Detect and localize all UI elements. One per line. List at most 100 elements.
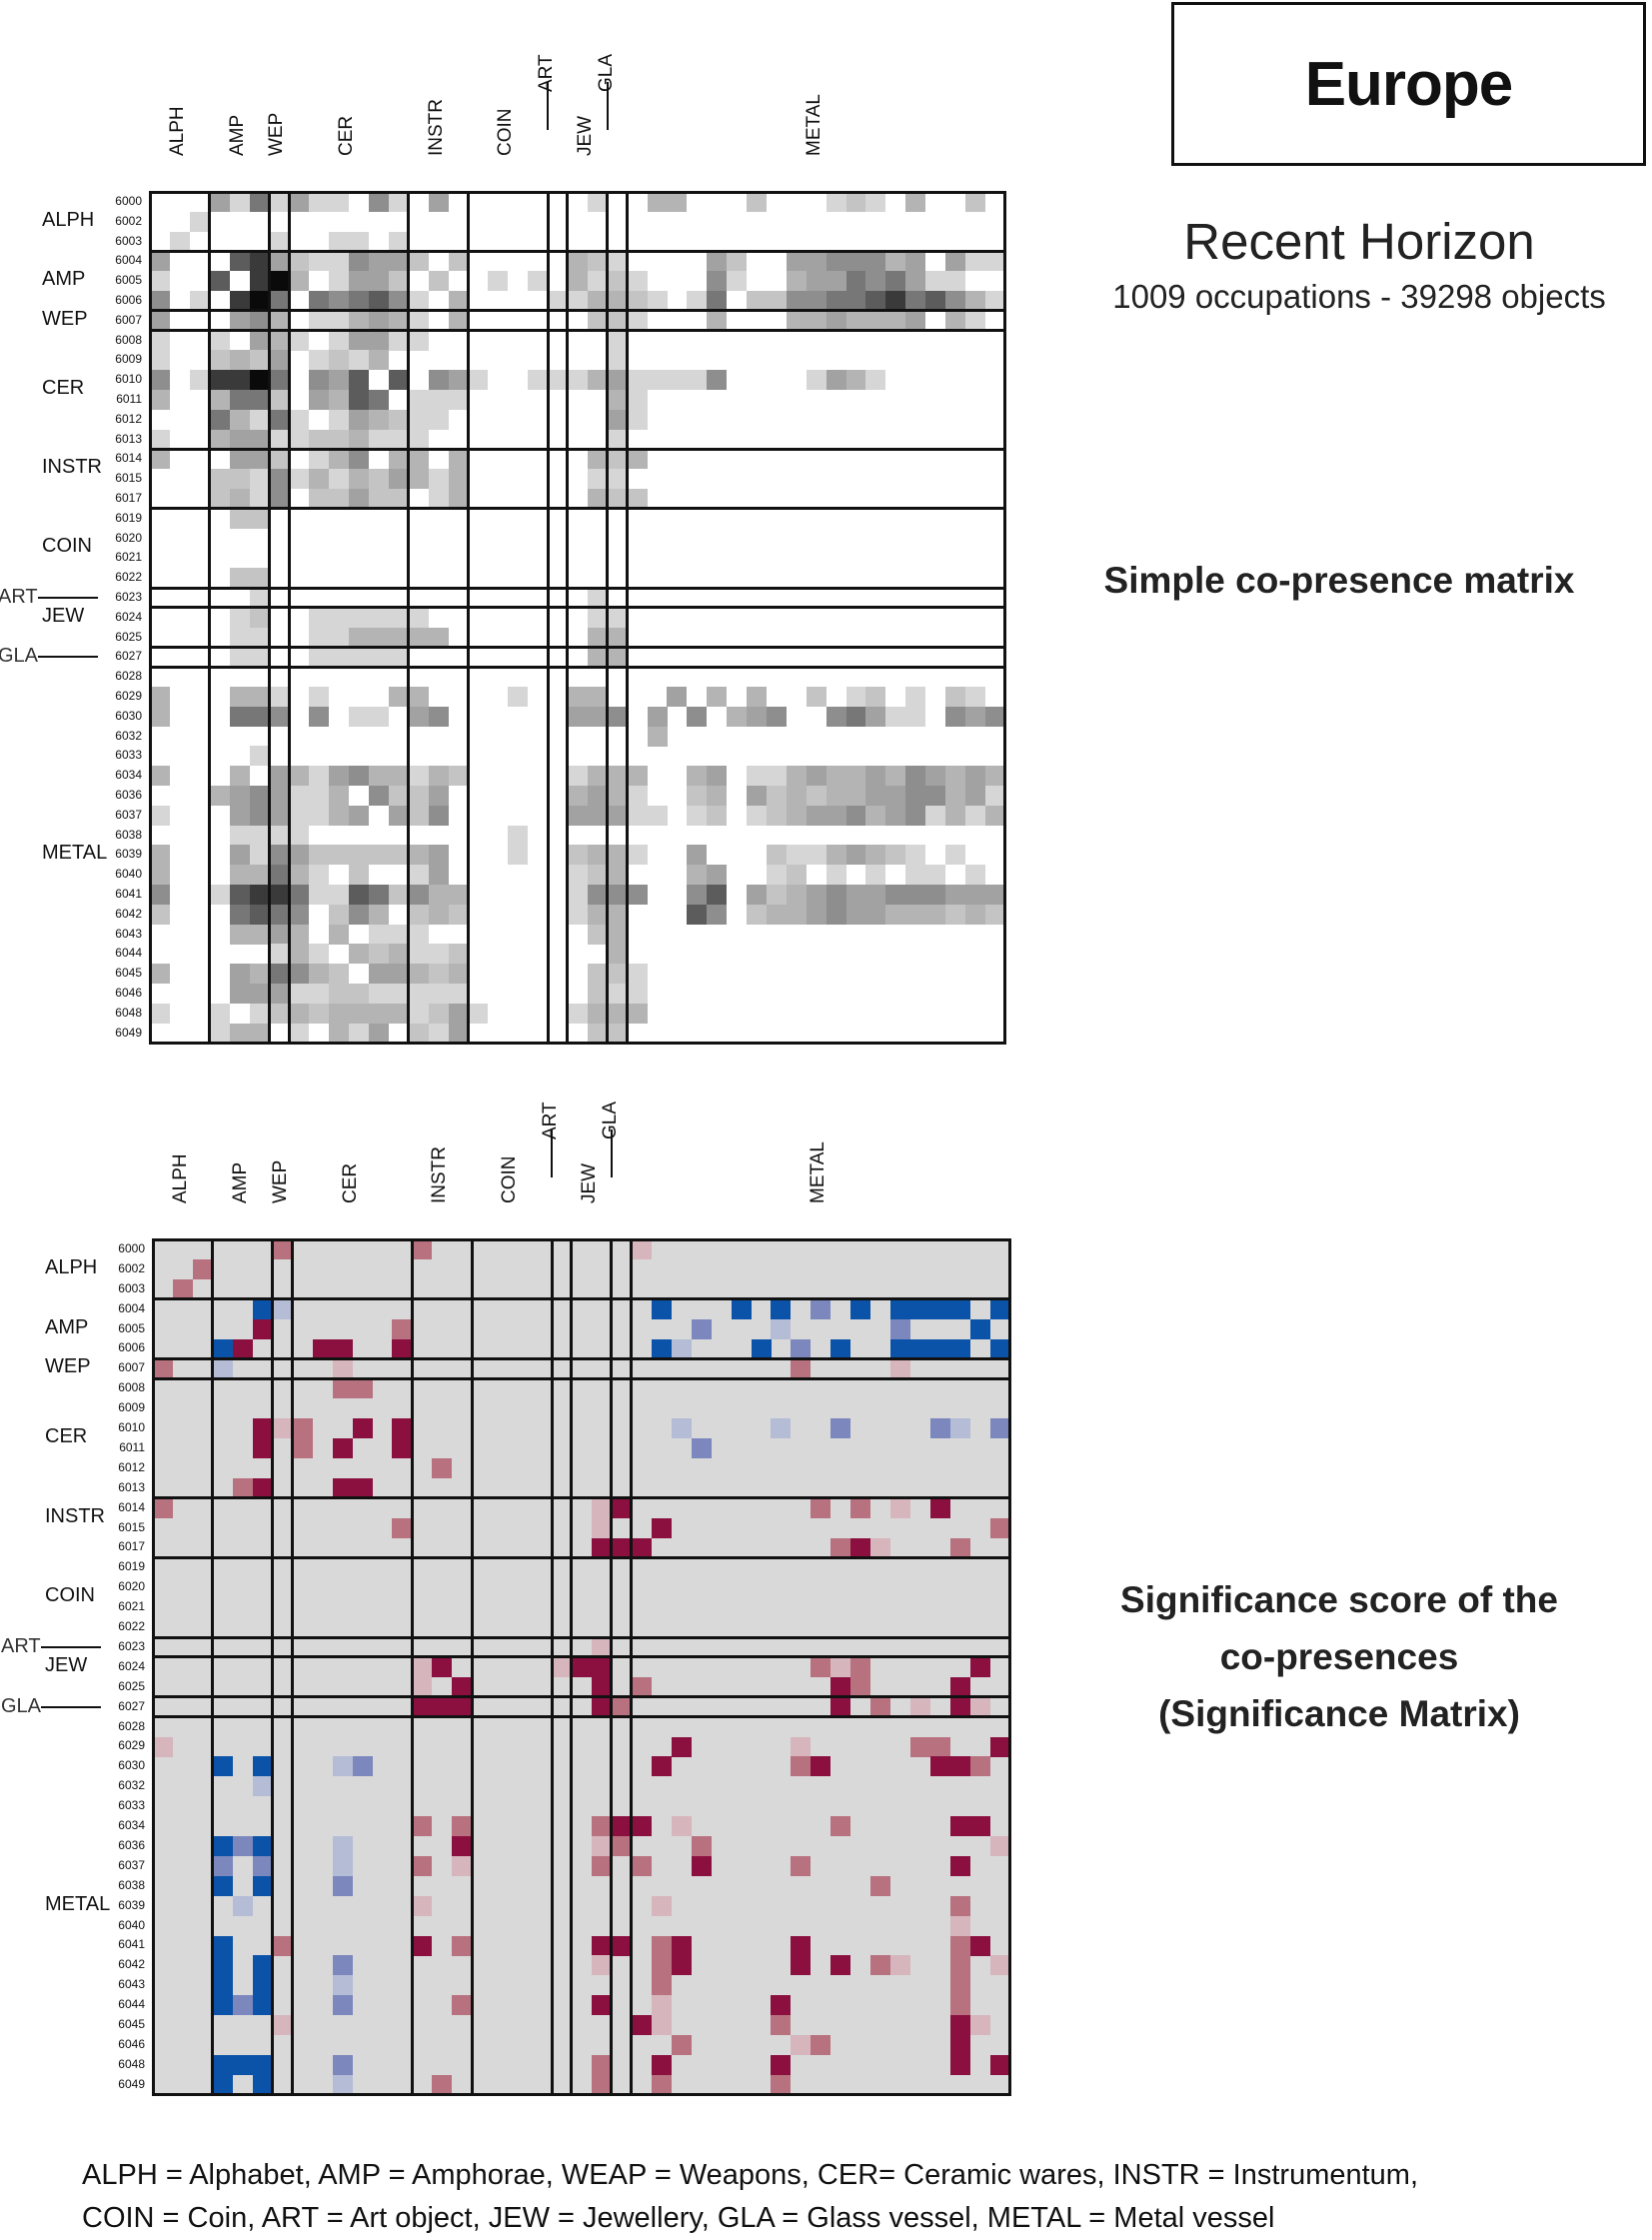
matrix-cell xyxy=(368,291,389,311)
matrix-cell xyxy=(309,845,330,866)
matrix-cell xyxy=(607,429,628,450)
matrix-cell xyxy=(587,766,608,787)
matrix-cell xyxy=(786,805,807,826)
matrix-cell xyxy=(229,370,250,391)
matrix-cell xyxy=(850,1656,871,1677)
matrix-cell xyxy=(627,489,648,509)
matrix-cell xyxy=(826,706,846,727)
matrix-cell xyxy=(969,1656,990,1677)
matrix-cell xyxy=(368,1003,389,1024)
row-code-label: 6020 xyxy=(118,1579,145,1594)
matrix-cell xyxy=(865,687,886,707)
row-code-label: 6022 xyxy=(118,1619,145,1634)
matrix-cell xyxy=(349,271,369,292)
matrix-cell xyxy=(865,845,886,866)
matrix-cell xyxy=(845,192,866,212)
matrix-cell xyxy=(252,1318,273,1339)
matrix-cell xyxy=(329,409,350,430)
matrix-cell xyxy=(989,1736,1010,1757)
matrix-cell xyxy=(627,805,648,826)
matrix-cell xyxy=(289,271,310,292)
row-code-label: 6021 xyxy=(118,1599,145,1614)
matrix-cell xyxy=(691,1438,712,1458)
matrix-cell xyxy=(731,1298,752,1319)
matrix-cell xyxy=(607,786,628,806)
matrix-cell xyxy=(289,409,310,430)
matrix-cell xyxy=(687,291,708,311)
matrix-cell xyxy=(811,1497,831,1518)
matrix-cell xyxy=(388,885,409,905)
legend-line2: COIN = Coin, ART = Art object, JEW = Jew… xyxy=(82,2202,1275,2234)
row-group-label-instr: INSTR xyxy=(42,456,102,479)
matrix-cell xyxy=(930,1736,951,1757)
matrix-cell xyxy=(309,1003,330,1024)
matrix-cell xyxy=(309,687,330,707)
matrix-cell xyxy=(368,271,389,292)
matrix-cell xyxy=(289,964,310,985)
matrix-cell xyxy=(591,1816,612,1837)
matrix-cell xyxy=(766,885,787,905)
column-group-label-amp: AMP xyxy=(226,114,248,156)
matrix-cell xyxy=(667,192,688,212)
matrix-cell xyxy=(890,1358,911,1379)
matrix-cell xyxy=(249,805,270,826)
matrix-cell xyxy=(412,1656,433,1677)
matrix-cell xyxy=(352,1418,373,1439)
matrix-cell xyxy=(826,192,846,212)
group-divider-vertical xyxy=(1003,191,1007,1045)
column-group-label-jew: JEW xyxy=(578,1162,600,1203)
matrix-cell xyxy=(150,706,170,727)
matrix-cell xyxy=(964,766,985,787)
matrix-cell xyxy=(830,1676,851,1697)
matrix-cell xyxy=(671,2035,692,2055)
matrix-cell xyxy=(329,291,350,311)
matrix-cell xyxy=(329,627,350,648)
row-code-label: 6025 xyxy=(115,629,142,644)
matrix-cell xyxy=(786,845,807,866)
matrix-cell xyxy=(806,310,826,331)
matrix-cell xyxy=(791,2035,812,2055)
matrix-cell xyxy=(368,786,389,806)
matrix-cell xyxy=(269,409,290,430)
matrix-cell xyxy=(865,192,886,212)
matrix-cell xyxy=(771,1298,792,1319)
matrix-cell xyxy=(984,805,1005,826)
matrix-cell xyxy=(392,1418,413,1439)
matrix-cell xyxy=(607,310,628,331)
matrix-cell xyxy=(587,865,608,886)
matrix-cell xyxy=(964,251,985,272)
matrix-cell xyxy=(209,370,230,391)
matrix-cell xyxy=(428,845,449,866)
matrix-cell xyxy=(786,766,807,787)
matrix-cell xyxy=(153,1497,173,1518)
matrix-cell xyxy=(229,429,250,450)
matrix-cell xyxy=(448,370,469,391)
matrix-cell xyxy=(567,904,588,925)
matrix-cell xyxy=(950,2015,970,2036)
matrix-cell xyxy=(687,865,708,886)
matrix-cell xyxy=(408,291,429,311)
column-group-label-alph: ALPH xyxy=(166,106,188,156)
matrix-cell xyxy=(408,409,429,430)
matrix-cell xyxy=(989,1955,1010,1976)
matrix-cell xyxy=(229,192,250,212)
row-code-label: 6039 xyxy=(118,1897,145,1912)
matrix-cell xyxy=(448,964,469,985)
matrix-cell xyxy=(329,330,350,351)
matrix-cell xyxy=(707,865,728,886)
matrix-cell xyxy=(587,845,608,866)
matrix-cell xyxy=(766,786,787,806)
column-leader-line xyxy=(606,82,609,130)
matrix-cell xyxy=(169,231,190,252)
row-code-label: 6039 xyxy=(115,847,142,862)
matrix-cell xyxy=(309,390,330,410)
matrix-cell xyxy=(309,984,330,1004)
matrix-cell xyxy=(349,984,369,1004)
matrix-cell xyxy=(627,449,648,470)
matrix-cell xyxy=(950,1418,970,1439)
matrix-cell xyxy=(388,924,409,945)
matrix-cell xyxy=(627,370,648,391)
matrix-cell xyxy=(349,370,369,391)
matrix-cell xyxy=(591,2054,612,2075)
matrix-cell xyxy=(332,1756,353,1777)
